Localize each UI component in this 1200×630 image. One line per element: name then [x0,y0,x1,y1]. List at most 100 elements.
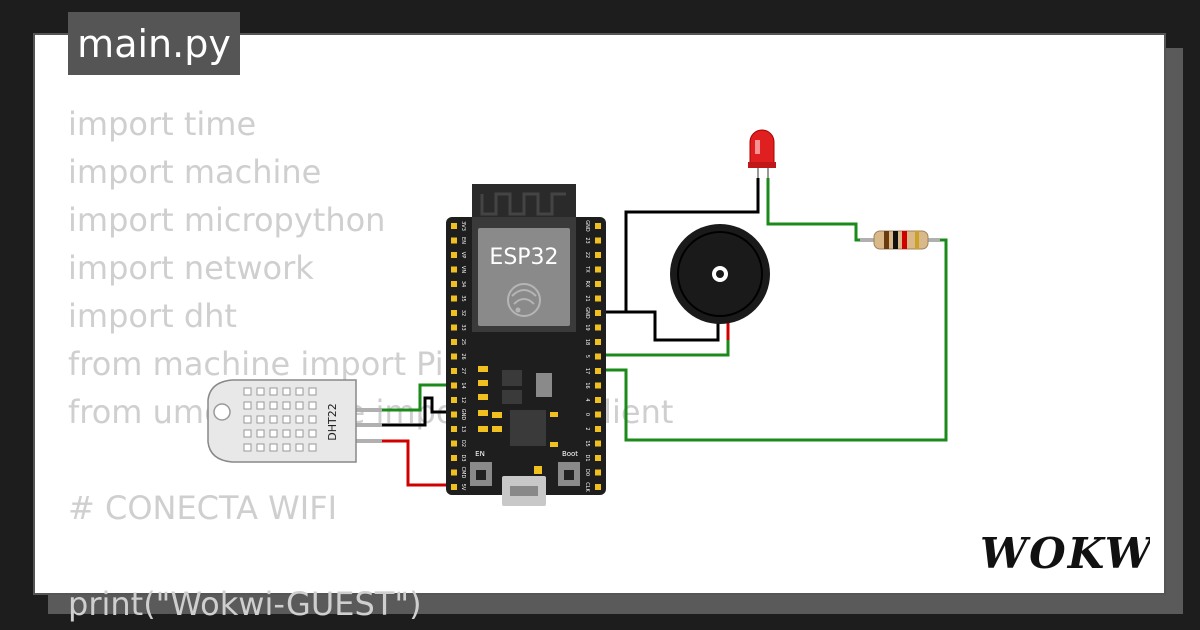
board-pin[interactable] [595,324,601,331]
code-line: import network [68,249,314,287]
board-pin-label: CLK [584,482,590,492]
usb-port-icon [502,476,546,506]
board-pin-label: 18 [584,339,590,345]
wire-green-led [766,178,875,242]
board-pin-label: 33 [460,324,466,330]
board-pin-label: VN [460,266,466,273]
en-button[interactable]: EN [470,450,492,486]
board-label: ESP32 [489,245,558,270]
board-pin-label: 22 [584,252,590,258]
code-line: import machine [68,153,322,191]
code-line: from machine import Pin [68,345,464,383]
board-pin-label: 12 [460,397,466,403]
board-pin[interactable] [451,310,457,316]
usb-chip [510,410,546,446]
board-pin[interactable] [595,469,601,476]
board-pin-label: 3V3 [460,221,466,231]
board-pin[interactable] [595,310,601,316]
wire-black-dht [380,396,455,427]
code-line: # CONECTA WIFI [68,489,338,527]
board-pin[interactable] [595,382,601,389]
board-pin[interactable] [451,353,457,360]
board-pin-label: GND [584,220,590,232]
sensor-label: DHT22 [326,403,339,440]
board-pin-label: D2 [460,440,466,447]
board-pin[interactable] [595,411,601,418]
board-pin-label: 13 [460,426,466,432]
code-line: import time [68,105,257,143]
board-pin[interactable] [451,368,457,374]
board-pin-label: 2 [584,427,590,430]
board-pin[interactable] [595,368,601,374]
board-pin-label: 5V [460,484,466,491]
board-pin-label: 15 [584,440,590,446]
board-pin[interactable] [451,339,457,345]
board-pin-label: 34 [460,281,466,287]
code-line: print("Wokwi-GUEST") [68,585,422,623]
espressif-logo-icon [507,283,541,317]
board-pin[interactable] [451,266,457,273]
board-pin[interactable] [451,382,457,389]
board-pin[interactable] [595,397,601,403]
board-pin-label: 27 [460,368,466,374]
board-pin[interactable] [451,455,457,461]
board-pin-label: 16 [584,382,590,388]
board-pin[interactable] [451,411,457,418]
board-pin-label: GND [584,307,590,319]
board-pin-label: 23 [584,237,590,243]
board-pin-label: RX [584,281,590,288]
board-pin-label: 5 [584,355,590,358]
board-pin-label: VP [460,252,466,258]
board-pin-label: D0 [584,469,590,476]
board-pin[interactable] [595,266,601,273]
boot-button[interactable]: Boot [558,450,580,486]
board-pin-label: EN [460,237,466,244]
board-pin[interactable] [595,440,601,447]
board-pin[interactable] [451,252,457,258]
board-pin-label: CMD [460,467,466,479]
board-pin[interactable] [595,339,601,345]
board-pin-label: 4 [584,398,590,401]
wokwi-logo: WOKWI [980,529,1150,578]
board-pin-label: 19 [584,324,590,330]
wire-green-buzzer [598,320,730,357]
resistor-icon[interactable] [860,230,940,250]
board-pin[interactable] [595,281,601,287]
led-icon[interactable] [748,129,776,178]
board-pin[interactable] [451,223,457,229]
speaker-icon[interactable] [670,224,770,324]
code-line: import micropython [68,201,386,239]
board-pin[interactable] [451,484,457,490]
board-pin[interactable] [595,252,601,258]
board-pin-label: TX [584,265,590,273]
board-pin[interactable] [595,455,601,461]
code-line: import dht [68,297,237,335]
svg-text:WOKWI: WOKWI [980,529,1150,578]
board-pin[interactable] [451,426,457,432]
board-pin[interactable] [451,397,457,403]
board-pin-label: 17 [584,368,590,374]
esp32-board[interactable]: ESP32 3V3ENVPVN343532332526271412GND13D2… [446,184,606,506]
board-pin-label: GND [460,409,466,421]
board-pin[interactable] [595,426,601,432]
file-tab[interactable]: main.py [68,12,240,75]
board-pin-label: 25 [460,339,466,345]
board-pin[interactable] [451,440,457,447]
board-pin-label: 21 [584,295,590,301]
board-pin[interactable] [595,237,601,244]
board-pin[interactable] [451,469,457,476]
board-pin[interactable] [595,484,601,490]
board-pin[interactable] [595,223,601,229]
dht22-sensor[interactable]: DHT22 [207,379,382,463]
wire-green-resistor [598,238,948,442]
board-pin[interactable] [451,237,457,244]
board-pin[interactable] [595,353,601,360]
wire-black-buzzer [598,310,720,342]
svg-text:EN: EN [475,450,485,458]
board-pin[interactable] [451,281,457,287]
board-pin[interactable] [451,324,457,331]
board-pin[interactable] [595,295,601,302]
board-pin[interactable] [451,295,457,302]
board-pin-label: 35 [460,295,466,301]
